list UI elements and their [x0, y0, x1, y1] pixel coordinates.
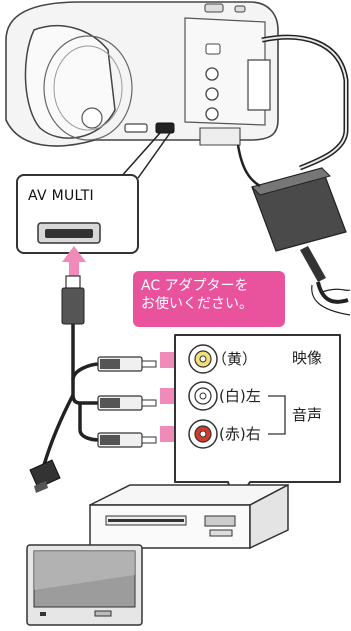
television — [26, 544, 143, 626]
camcorder — [5, 1, 279, 147]
audio-signal-label: 音声 — [292, 406, 323, 424]
jack-red-label: (赤)右 — [219, 425, 261, 443]
jack-yellow-label: （黄） — [212, 350, 258, 368]
ac-adapter-note: AC アダプターを お使いください。 — [133, 271, 285, 327]
ac-adapter-note-line1: AC アダプターを — [141, 278, 249, 294]
vcr — [89, 483, 289, 550]
ac-adapter-note-line2: お使いください。 — [141, 296, 253, 312]
video-signal-label: 映像 — [292, 349, 323, 367]
ac-adapter — [236, 34, 351, 316]
jack-panel — [174, 334, 341, 506]
av-multi-label: AV MULTI — [28, 188, 94, 204]
av-cable — [29, 275, 157, 493]
jack-white-label: (白)左 — [219, 387, 261, 405]
av-multi-callout — [16, 132, 171, 254]
